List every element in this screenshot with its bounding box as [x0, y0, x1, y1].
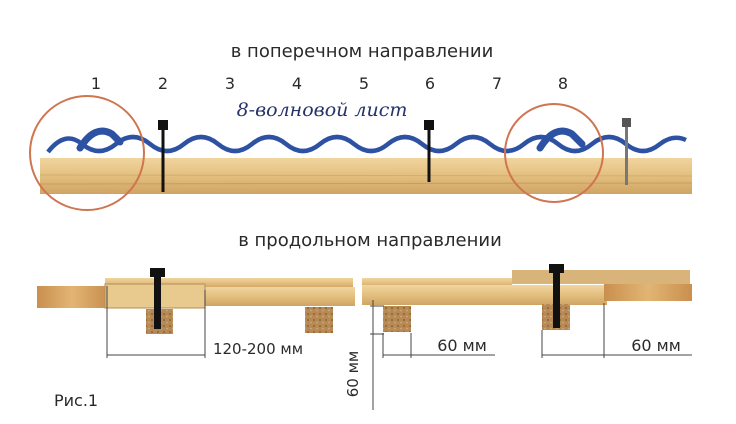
figure-caption: Рис.1: [54, 391, 98, 410]
dimension-right: [541, 303, 692, 358]
wave-sheet: [46, 134, 687, 154]
detail-circle-right: [504, 103, 604, 203]
wave-number-7: 7: [492, 74, 502, 93]
fastener-3: [622, 118, 631, 185]
bottom-section-title: в продольном направлении: [238, 230, 502, 251]
lath-3: [383, 306, 411, 332]
lath-2: [305, 307, 333, 333]
wave-number-8: 8: [558, 74, 568, 93]
overlap-wave-left: [76, 127, 124, 152]
top-wood-grain-2: [39, 182, 693, 185]
wave-number-6: 6: [425, 74, 435, 93]
top-wood-grain: [39, 174, 693, 177]
bottom-board-far-right: [604, 284, 692, 301]
dimension-middle: [382, 333, 495, 358]
dimension-vertical: [370, 300, 384, 410]
dimension-middle-label: 60 мм: [437, 336, 487, 355]
wave-number-3: 3: [225, 74, 235, 93]
bolt-left: [150, 268, 165, 329]
bottom-sheet-upper-right: [362, 278, 512, 288]
bottom-board-left: [37, 286, 107, 308]
bottom-sheet-upper-left: [105, 278, 353, 288]
top-section-title: в поперечном направлении: [231, 41, 494, 62]
dimension-vertical-label: 60 мм: [344, 351, 362, 398]
detail-circle-left: [29, 95, 145, 211]
bottom-sheet-step-right: [512, 270, 690, 284]
wave-number-4: 4: [292, 74, 302, 93]
fastener-2: [424, 120, 434, 182]
dimension-right-label: 60 мм: [631, 336, 681, 355]
overlap-wave-right: [536, 127, 586, 152]
fastener-1: [158, 120, 168, 192]
wave-numbers: 1 2 3 4 5 6 7 8: [91, 74, 568, 93]
wave-number-1: 1: [91, 74, 101, 93]
wave-number-2: 2: [158, 74, 168, 93]
dimension-left-label: 120-200 мм: [213, 340, 303, 358]
dimension-left: [106, 286, 206, 358]
sheet-label: 8-волновой лист: [237, 99, 408, 121]
bottom-board-right: [362, 285, 607, 305]
bolt-right: [549, 264, 564, 328]
wave-number-5: 5: [359, 74, 369, 93]
